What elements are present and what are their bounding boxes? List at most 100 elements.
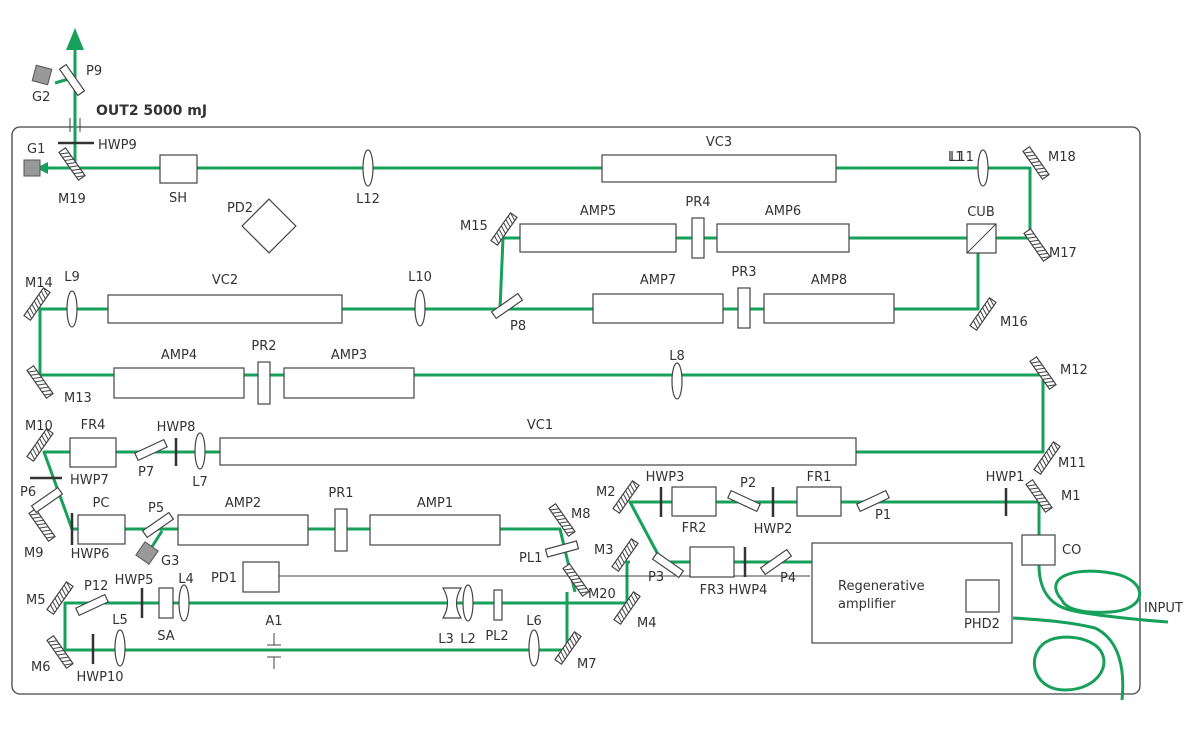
p5-polarizer (141, 511, 175, 539)
enclosure-frame (11, 126, 1141, 695)
amp2-box (177, 514, 309, 546)
p2-polarizer (727, 489, 761, 513)
p4-polarizer (759, 548, 793, 576)
amp1-box (369, 514, 501, 546)
m13-mirror (26, 364, 54, 400)
p3-polarizer (651, 551, 685, 579)
hwp4-label: HWP4 (729, 583, 768, 598)
amp2-label: AMP2 (225, 496, 261, 511)
amp3-box (283, 367, 415, 399)
co-box (1021, 534, 1056, 566)
p5-label: P5 (148, 501, 164, 516)
m20-label: M20 (588, 587, 616, 602)
m6-mirror (46, 634, 74, 670)
amp3-label: AMP3 (331, 348, 367, 363)
g3-label: G3 (161, 554, 179, 569)
pr4-rod (691, 217, 705, 259)
m8-label: M8 (571, 507, 591, 522)
phd2-label: PHD2 (964, 617, 1000, 632)
fr4-label: FR4 (81, 418, 106, 433)
hwp5-label: HWP5 (115, 573, 154, 588)
beam-line (38, 166, 1045, 593)
p9-polarizer (58, 63, 86, 97)
l10-lens (414, 289, 426, 327)
p12-label: P12 (84, 579, 108, 594)
m6-label: M6 (31, 660, 51, 675)
pl2-label: PL2 (485, 629, 508, 644)
pd1-box (242, 561, 280, 593)
fr4-box (69, 437, 117, 468)
m14-mirror (23, 286, 51, 322)
fiber-line (1037, 564, 1169, 624)
pl1-polarizer (544, 540, 580, 558)
m1-label: M1 (1061, 489, 1081, 504)
p6-polarizer (30, 486, 64, 514)
regen-label-line1: Regenerative (838, 579, 925, 594)
vc3-label: VC3 (706, 135, 732, 150)
l6-label: L6 (526, 614, 542, 629)
amp8-label: AMP8 (811, 273, 847, 288)
p1-label: P1 (875, 508, 891, 523)
m4-mirror (613, 590, 641, 626)
l7-lens (194, 432, 206, 470)
co-label: CO (1062, 543, 1081, 558)
l1-lens (977, 149, 989, 187)
p1-polarizer (856, 489, 890, 513)
m2-mirror (612, 479, 640, 515)
g2-beam-dump (31, 64, 53, 86)
vc1-box (219, 437, 857, 466)
p8-polarizer (490, 292, 524, 320)
regen-label-line2: amplifier (838, 597, 896, 612)
p7-polarizer (134, 438, 168, 462)
m9-label: M9 (24, 546, 44, 561)
fiber-line (1012, 616, 1125, 701)
beam-dump-arrow (36, 162, 48, 174)
g1-beam-dump (23, 159, 41, 177)
m2-label: M2 (596, 485, 616, 500)
pd2-box (241, 198, 297, 254)
fr1-label: FR1 (807, 470, 832, 485)
l1-label: L1 (948, 150, 964, 165)
l5-label: L5 (112, 613, 128, 628)
amp7-label: AMP7 (640, 273, 676, 288)
l4-lens (178, 584, 190, 622)
p7-label: P7 (138, 465, 154, 480)
l2-lens (462, 584, 474, 622)
m16-label: M16 (1000, 315, 1028, 330)
phd2-box (965, 579, 1000, 613)
l12-label: L12 (356, 192, 380, 207)
m18-label: M18 (1048, 150, 1076, 165)
pl2-polarizer (493, 589, 503, 621)
l4-label: L4 (178, 572, 194, 587)
m10-mirror (26, 427, 54, 463)
amp4-label: AMP4 (161, 348, 197, 363)
p6-label: P6 (20, 485, 36, 500)
m12-label: M12 (1060, 363, 1088, 378)
m11-mirror (1033, 440, 1061, 476)
amp6-box (716, 223, 850, 253)
pr1-rod (334, 508, 348, 552)
m5-mirror (46, 580, 74, 616)
amp8-box (763, 293, 895, 324)
l6-lens (528, 629, 540, 667)
p8-label: P8 (510, 319, 526, 334)
pd2-label: PD2 (227, 201, 253, 216)
l5-lens (114, 629, 126, 667)
fr3-label: FR3 (700, 583, 725, 598)
output-arrow (66, 28, 84, 50)
l8-lens (671, 362, 683, 400)
vc1-label: VC1 (527, 418, 553, 433)
amp7-box (592, 293, 724, 324)
hwp9-label: HWP9 (98, 138, 137, 153)
m17-mirror (1023, 227, 1051, 263)
fr2-box (671, 486, 717, 517)
p3-label: P3 (648, 570, 664, 585)
p12-polarizer (75, 593, 109, 617)
pl1-label: PL1 (519, 551, 542, 566)
m19-mirror (58, 146, 86, 182)
m9-mirror (28, 507, 56, 543)
vc2-box (107, 294, 343, 324)
pc-label: PC (93, 496, 110, 511)
m15-label: M15 (460, 219, 488, 234)
